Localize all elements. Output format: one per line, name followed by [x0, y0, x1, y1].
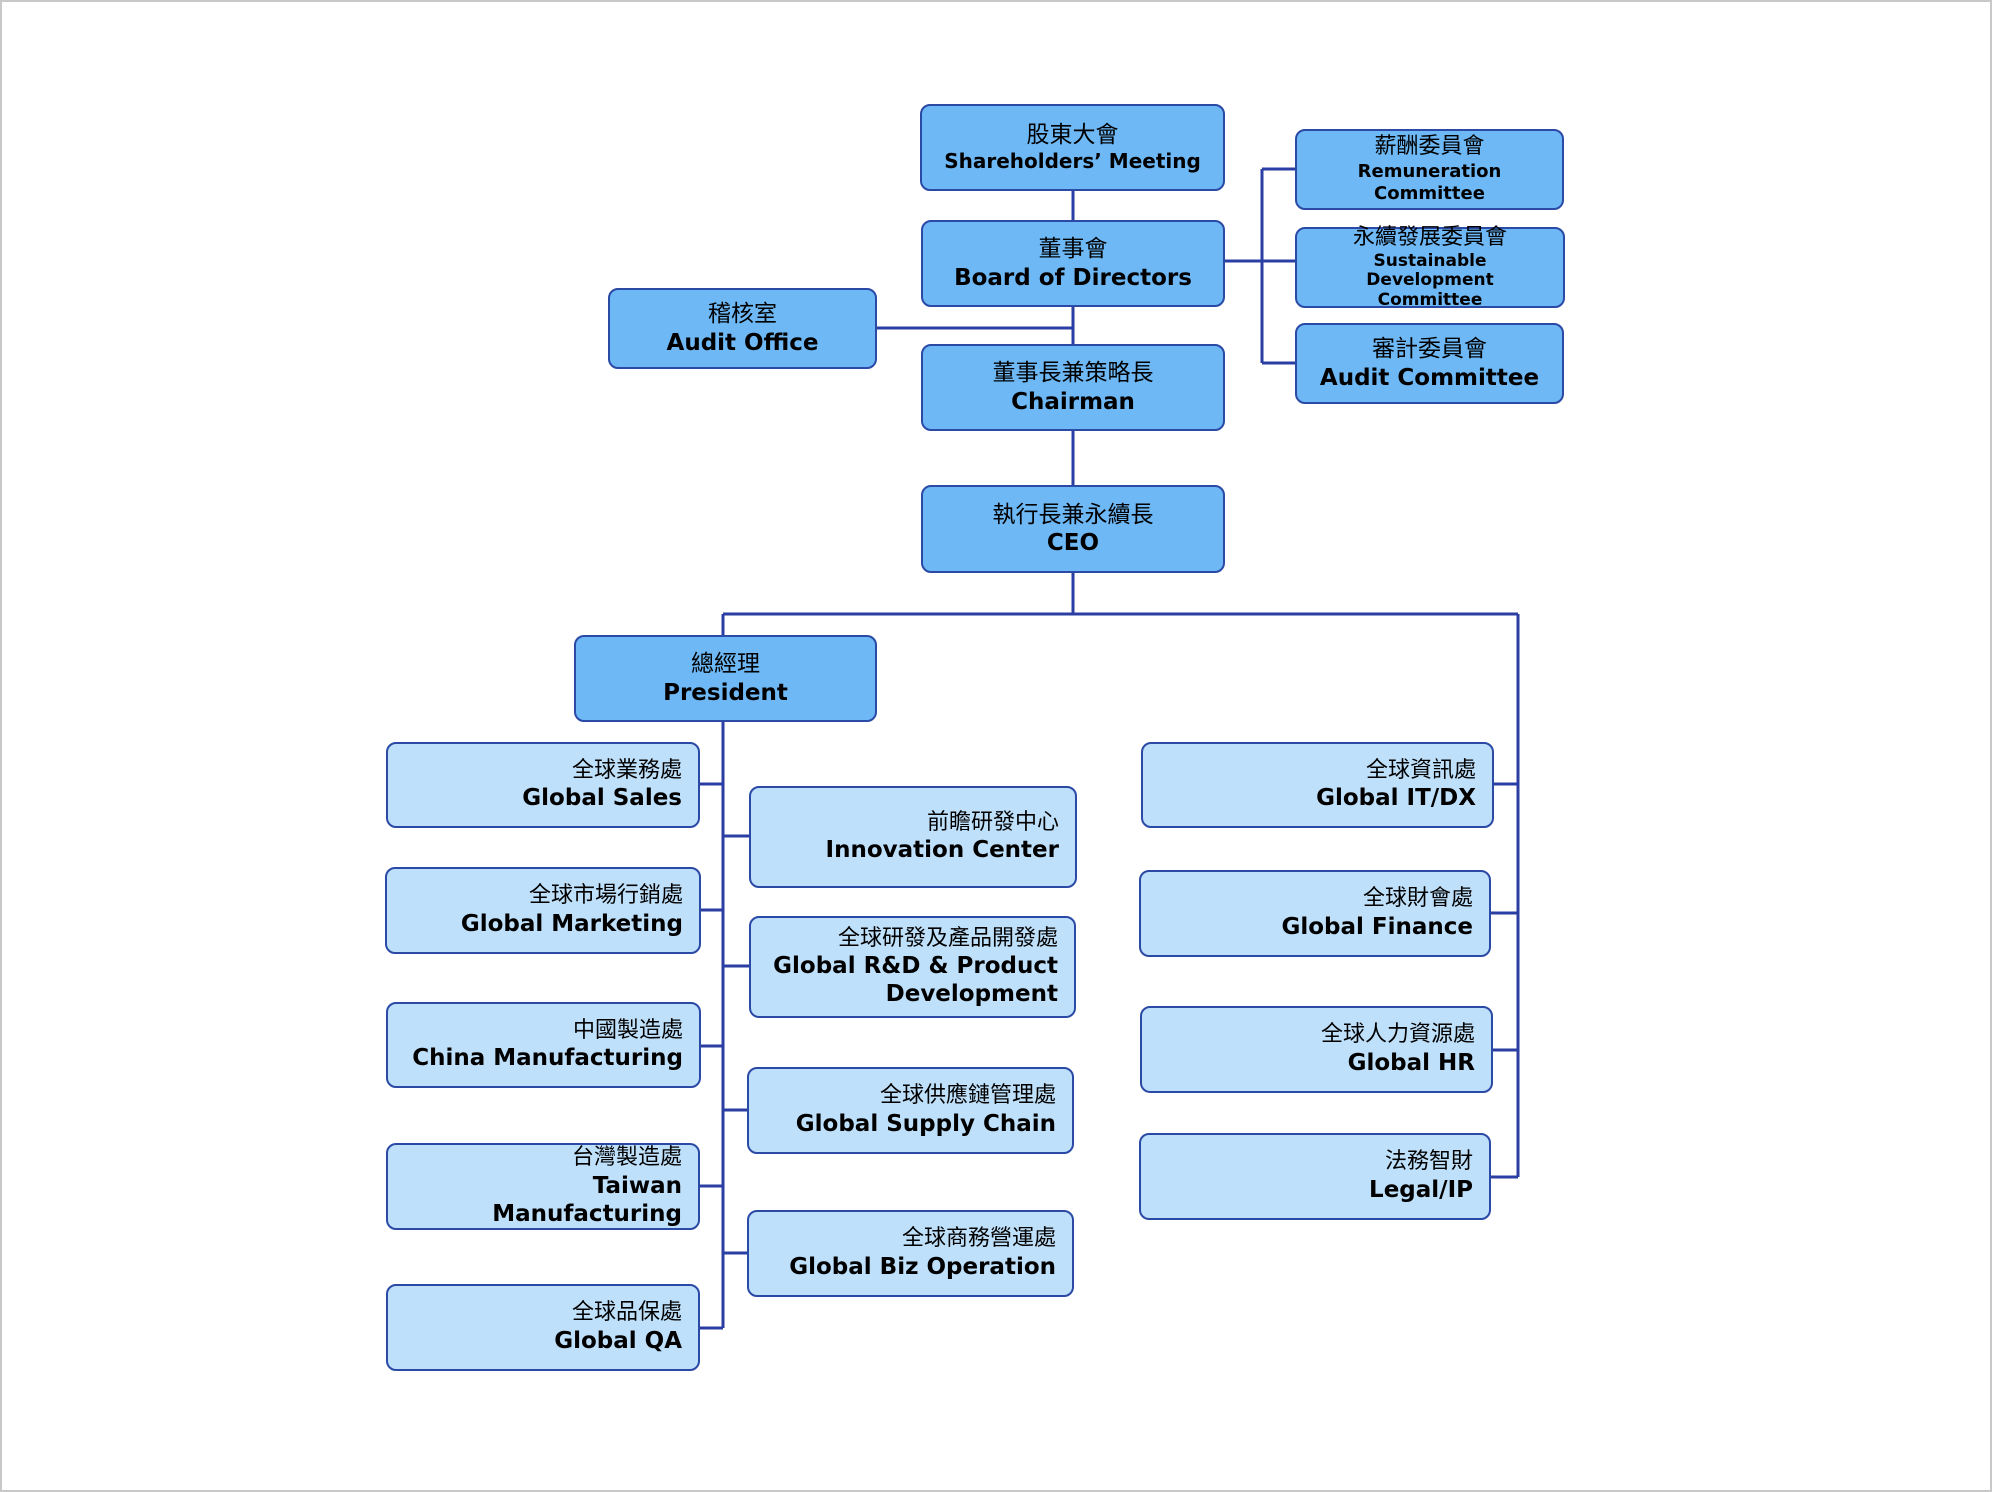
node-audit-committee: 審計委員會 Audit Committee [1295, 323, 1564, 404]
node-label-en: Global IT/DX [1316, 785, 1476, 812]
node-remuneration-committee: 薪酬委員會 Remuneration Committee [1295, 129, 1564, 210]
node-label-zh: 全球研發及產品開發處 [837, 925, 1058, 951]
node-label-zh: 前瞻研發中心 [926, 809, 1059, 835]
node-label-zh: 股東大會 [1026, 122, 1119, 149]
node-global-it-dx: 全球資訊處 Global IT/DX [1141, 742, 1494, 828]
node-shareholders-meeting: 股東大會 Shareholders’ Meeting [920, 104, 1225, 191]
node-global-finance: 全球財會處 Global Finance [1139, 870, 1491, 957]
node-label-en: Global Marketing [460, 910, 683, 937]
node-label-en: Global HR [1347, 1049, 1475, 1076]
node-label-en: Global R&D & Product Development [773, 953, 1058, 1008]
node-board-of-directors: 董事會 Board of Directors [921, 220, 1225, 307]
node-label-zh: 全球資訊處 [1365, 757, 1476, 783]
node-label-en: Sustainable Development Committee [1366, 250, 1494, 310]
node-label-zh: 法務智財 [1384, 1149, 1473, 1175]
node-label-zh: 全球商務營運處 [901, 1226, 1056, 1252]
node-label-zh: 全球品保處 [571, 1300, 682, 1326]
node-audit-office: 稽核室 Audit Office [608, 288, 877, 369]
node-label-zh: 中國製造處 [572, 1017, 683, 1043]
node-president: 總經理 President [574, 635, 877, 722]
node-label-en: Global Finance [1281, 913, 1473, 940]
node-label-zh: 總經理 [691, 651, 760, 678]
node-label-en: Global QA [554, 1327, 682, 1354]
node-ceo: 執行長兼永續長 CEO [921, 485, 1225, 573]
node-label-zh: 審計委員會 [1372, 336, 1487, 363]
node-innovation-center: 前瞻研發中心 Innovation Center [749, 786, 1077, 888]
node-global-hr: 全球人力資源處 Global HR [1140, 1006, 1493, 1093]
node-label-en: President [663, 679, 788, 706]
node-china-manufacturing: 中國製造處 China Manufacturing [386, 1002, 701, 1088]
node-label-zh: 薪酬委員會 [1374, 134, 1485, 160]
node-sustainable-development-committee: 永續發展委員會 Sustainable Development Committe… [1295, 224, 1565, 310]
node-global-supply-chain: 全球供應鏈管理處 Global Supply Chain [747, 1067, 1074, 1154]
node-label-en: Audit Office [666, 329, 819, 356]
node-chairman: 董事長兼策略長 Chairman [921, 344, 1225, 431]
node-label-zh: 全球人力資源處 [1320, 1022, 1475, 1048]
node-label-en: Global Sales [522, 785, 682, 812]
node-label-en: Legal/IP [1369, 1176, 1473, 1203]
node-label-zh: 董事會 [1038, 236, 1108, 263]
node-label-en: Remuneration Committee [1357, 160, 1502, 204]
node-label-en: CEO [1046, 530, 1100, 556]
node-legal-ip: 法務智財 Legal/IP [1139, 1133, 1491, 1220]
node-global-biz-operation: 全球商務營運處 Global Biz Operation [747, 1210, 1074, 1297]
node-global-marketing: 全球市場行銷處 Global Marketing [385, 867, 701, 954]
node-label-zh: 董事長兼策略長 [992, 360, 1154, 387]
node-global-sales: 全球業務處 Global Sales [386, 742, 700, 828]
node-label-zh: 全球供應鏈管理處 [879, 1083, 1056, 1109]
node-global-qa: 全球品保處 Global QA [386, 1284, 700, 1371]
node-label-en: Chairman [1011, 388, 1135, 415]
node-label-en: Innovation Center [825, 837, 1059, 864]
node-label-en: Shareholders’ Meeting [944, 149, 1201, 174]
node-label-zh: 全球市場行銷處 [528, 883, 683, 909]
node-label-zh: 全球財會處 [1362, 886, 1473, 912]
node-label-en: China Manufacturing [412, 1045, 683, 1072]
node-label-zh: 永續發展委員會 [1352, 224, 1507, 250]
node-label-en: Taiwan Manufacturing [492, 1172, 682, 1227]
node-label-zh: 稽核室 [708, 301, 777, 328]
node-label-en: Global Supply Chain [795, 1110, 1056, 1137]
node-label-zh: 執行長兼永續長 [992, 501, 1154, 528]
node-label-en: Audit Committee [1319, 364, 1540, 391]
node-label-en: Board of Directors [954, 264, 1192, 291]
node-label-zh: 全球業務處 [571, 757, 682, 783]
node-global-rnd: 全球研發及產品開發處 Global R&D & Product Developm… [749, 916, 1076, 1018]
node-label-zh: 台灣製造處 [571, 1145, 682, 1171]
node-label-en: Global Biz Operation [789, 1253, 1056, 1280]
node-taiwan-manufacturing: 台灣製造處 Taiwan Manufacturing [386, 1143, 700, 1230]
